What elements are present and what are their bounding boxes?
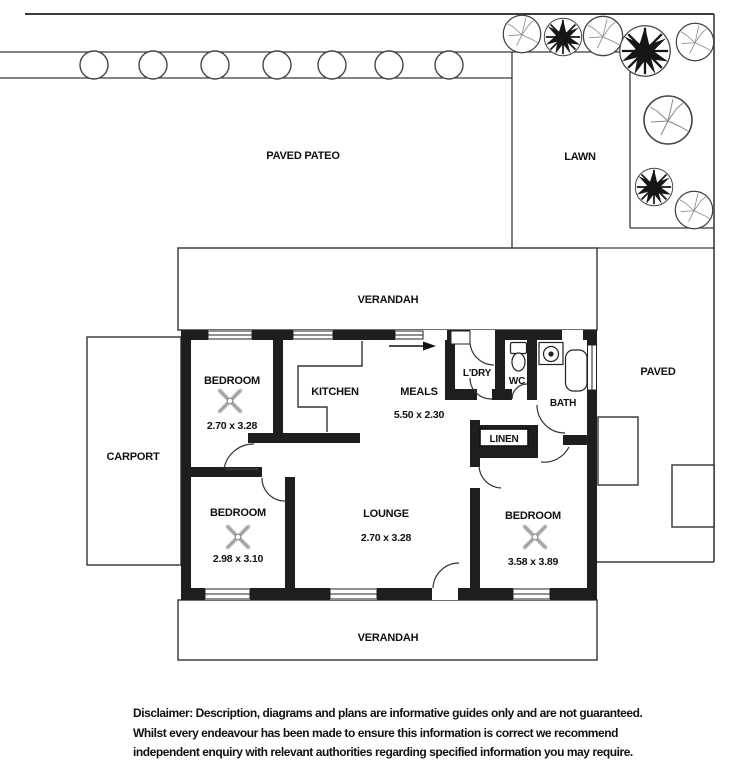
laundry-label: L'DRY (463, 368, 492, 379)
tree-icon (502, 14, 542, 54)
bush-icon (200, 50, 230, 80)
door-arc (536, 404, 566, 434)
paved-step (597, 416, 639, 486)
bathtub-icon (564, 349, 588, 392)
door-arc (469, 377, 493, 400)
linen-label: LINEN (489, 434, 518, 445)
disclaimer-line-2: Whilst every endeavour has been made to … (133, 725, 619, 740)
door-arcs (223, 340, 570, 589)
tree-icon (675, 22, 715, 62)
fir-tree-icon (618, 24, 672, 78)
meals-label: MEALS (400, 386, 438, 398)
verandah-bottom-area (177, 599, 598, 661)
window (204, 588, 251, 600)
verandah-top-area (177, 247, 598, 331)
wc-label: WC (509, 376, 525, 387)
basin-icon (538, 341, 564, 366)
bush-icon (262, 50, 292, 80)
bedroom3-label: BEDROOM (505, 510, 561, 522)
toilet-icon (509, 341, 528, 372)
lounge-label: LOUNGE (363, 508, 409, 520)
bedroom1-dims: 2.70 x 3.28 (207, 420, 258, 432)
window (329, 588, 378, 600)
disclaimer-line-1: Disclaimer: Description, diagrams and pl… (133, 706, 643, 720)
bush-icon (434, 50, 464, 80)
door-arc (432, 562, 460, 589)
windows (204, 330, 597, 600)
paved-label: PAVED (640, 366, 676, 378)
bush-icon (79, 50, 109, 80)
door-arc (478, 465, 502, 489)
window (512, 588, 551, 600)
bath-label: BATH (550, 398, 576, 409)
verandah-top-label: VERANDAH (358, 294, 419, 306)
bush-icon (138, 50, 168, 80)
bedroom1-label: BEDROOM (204, 375, 260, 387)
window (394, 330, 424, 340)
paved-step (671, 464, 715, 528)
verandah-bottom-label: VERANDAH (358, 632, 419, 644)
window (207, 330, 253, 340)
bush-icon (317, 50, 347, 80)
lounge-dims: 2.70 x 3.28 (361, 532, 412, 544)
kitchen-label: KITCHEN (311, 386, 359, 398)
bedroom2-label: BEDROOM (210, 507, 266, 519)
tree-icon (643, 95, 693, 145)
laundry-cabinet (450, 330, 471, 345)
door-arc (223, 443, 255, 470)
tree-icon (582, 15, 624, 57)
disclaimer-line-3: independent enquiry with relevant author… (133, 745, 633, 759)
door-arc (540, 446, 570, 463)
linen-closet (472, 425, 538, 458)
carport-label: CARPORT (107, 451, 160, 463)
bedroom3-dims: 3.58 x 3.89 (508, 556, 559, 568)
garden-trees (502, 14, 715, 230)
meals-dims: 5.50 x 2.30 (394, 409, 445, 421)
kitchen-counter (297, 341, 363, 432)
bush-icon (374, 50, 404, 80)
fir-tree-icon (543, 17, 583, 57)
house-walls (181, 330, 597, 600)
tree-icon (674, 190, 714, 230)
fir-tree-icon (634, 167, 674, 207)
door-arc (261, 477, 286, 502)
hedge-row (79, 50, 464, 80)
bedroom2-dims: 2.98 x 3.10 (213, 553, 264, 565)
entry-arrow-icon (389, 341, 436, 351)
door-arc (469, 340, 495, 366)
paved-pateo-label: PAVED PATEO (266, 150, 340, 162)
door-arc (511, 383, 528, 400)
window (587, 344, 597, 391)
disclaimer-text: Disclaimer: Description, diagrams and pl… (133, 704, 678, 763)
lawn-label: LAWN (564, 151, 596, 163)
site-boundary (0, 13, 715, 563)
window (292, 330, 334, 340)
